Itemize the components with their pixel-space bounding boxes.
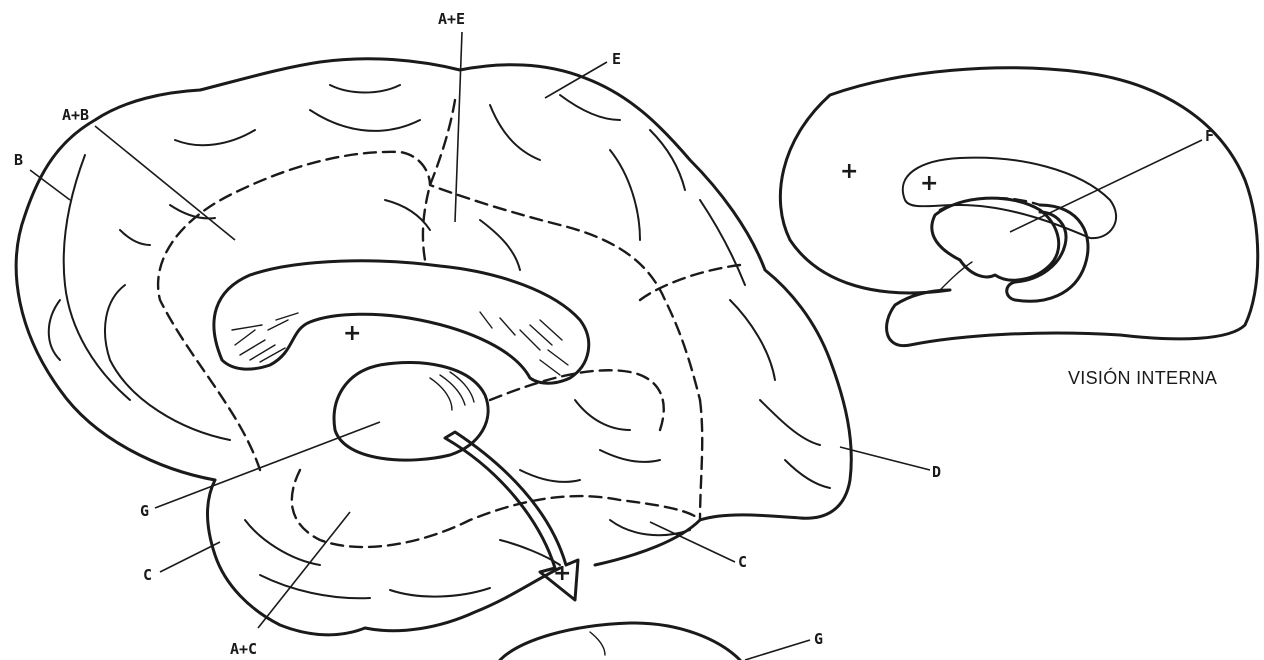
main-brain-outline [16,59,851,520]
leader-a-b [95,126,235,240]
label-e: E [612,50,621,68]
label-c-right: C [738,553,747,571]
corpus-callosum [214,261,589,383]
internal-brain-outline [780,68,1257,346]
label-d: D [932,463,941,481]
occipital-dashed [700,400,702,520]
internal-marker-small: + [920,171,938,196]
internal-view-brain: + + [780,68,1257,346]
internal-hippocampus-outer [1007,205,1088,301]
leader-f [1010,140,1202,232]
bottom-partial-sulcus [590,632,605,655]
temporal-dashed [292,470,700,547]
bottom-partial-brain [500,623,740,660]
internal-sulcus-1 [940,262,972,290]
curved-arrow: + [445,432,578,600]
limbic-dashed-boundary [158,152,700,470]
arrow-marker: + [553,561,571,586]
label-a-b: A+B [62,106,89,124]
main-brain: + + [16,59,851,635]
internal-view-caption: VISIÓN INTERNA [1068,367,1217,388]
callosum-hatching [232,312,568,375]
limbic-dashed-lower [490,370,664,430]
dashed-vertical [423,100,455,260]
temporal-lobe-outline [208,480,561,635]
leader-a-e [455,32,462,222]
leader-g [155,422,380,508]
label-c-left: C [143,566,152,584]
temporal-lobe-base [595,520,700,565]
leader-lines [30,32,1202,660]
label-b: B [14,151,23,169]
internal-hippocampus-inner [932,198,1059,280]
label-f: F [1205,127,1214,145]
label-a-c: A+C [230,640,257,658]
leader-c-left [160,542,220,572]
label-g-left: G [140,502,149,520]
thalamus-oval [334,363,488,461]
label-g-bottom: G [814,630,823,648]
leader-d [840,447,930,470]
callosum-marker: + [343,321,361,346]
internal-marker: + [840,159,858,184]
label-a-e: A+E [438,10,465,28]
leader-g-bottom [745,640,810,660]
